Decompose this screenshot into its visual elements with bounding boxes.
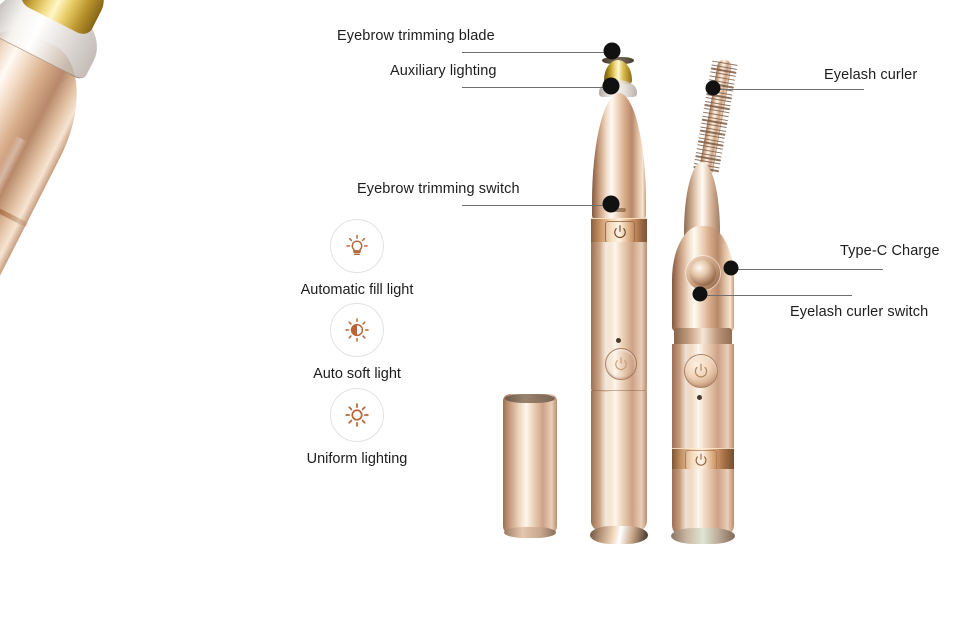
curler-comb-head (692, 58, 738, 179)
curler-band-emblem (685, 450, 717, 470)
pen-lower-body (591, 391, 647, 531)
callout-dot-eyebrow-trimming-blade (603, 42, 621, 60)
feature-label: Automatic fill light (300, 282, 414, 298)
pen-slot (612, 208, 626, 212)
callout-dot-type-c-charge (723, 260, 739, 276)
leader-line-eyebrow-trimming-blade (462, 52, 610, 53)
callout-label-eyelash-curler-switch: Eyelash curler switch (790, 304, 929, 320)
leader-line-eyelash-curler-switch (700, 295, 852, 296)
cap-bottom (504, 527, 556, 538)
pen-bevel-base (590, 526, 648, 544)
half-sun-brightness-icon (330, 303, 384, 357)
pen-trimming-switch (605, 221, 635, 243)
callout-dot-eyelash-curler (705, 80, 721, 96)
leader-line-eyelash-curler (714, 89, 864, 90)
sun-rays-icon (330, 388, 384, 442)
leader-line-type-c-charge (731, 269, 883, 270)
product-closeup-trimmer (0, 0, 241, 606)
product-protective-cap (503, 394, 557, 538)
product-eyebrow-trimmer-pen (588, 57, 652, 544)
cap-top (505, 394, 555, 403)
pen-switch-band (591, 218, 647, 246)
feature-label: Uniform lighting (306, 451, 408, 467)
curler-base (671, 528, 735, 544)
closeup-body (0, 91, 62, 574)
curler-comb-teeth (693, 60, 738, 175)
curler-power-button (684, 354, 718, 388)
pen-led-indicator (616, 338, 621, 343)
power-icon (613, 224, 628, 240)
power-icon (693, 363, 709, 380)
feature-automatic-fill-light: Automatic fill light (297, 219, 417, 298)
pen-seam (591, 390, 647, 391)
infographic-canvas: Automatic fill light Auto soft light (0, 0, 940, 574)
callout-dot-eyebrow-trimming-switch (602, 195, 620, 213)
callout-dot-auxiliary-lighting (602, 77, 620, 95)
power-icon (614, 356, 629, 372)
callout-label-type-c-charge: Type-C Charge (840, 243, 940, 259)
callout-label-eyebrow-trimming-switch: Eyebrow trimming switch (357, 181, 520, 197)
bulb-rays-icon (330, 219, 384, 273)
feature-label: Auto soft light (313, 366, 401, 382)
curler-lower-body (672, 469, 734, 537)
callout-dot-eyelash-curler-switch (692, 286, 708, 302)
curler-lens (690, 260, 716, 286)
feature-uniform-lighting: Uniform lighting (297, 388, 417, 467)
pen-power-button (605, 348, 637, 380)
callout-label-eyebrow-trimming-blade: Eyebrow trimming blade (337, 28, 495, 44)
curler-collar (674, 328, 732, 346)
cap-tube (503, 394, 557, 535)
leader-line-eyebrow-trimming-switch (462, 205, 608, 206)
power-icon (694, 453, 708, 468)
callout-label-eyelash-curler: Eyelash curler (824, 67, 918, 83)
leader-line-auxiliary-lighting (462, 87, 608, 88)
callout-label-auxiliary-lighting: Auxiliary lighting (390, 63, 497, 79)
curler-led-indicator (697, 395, 702, 400)
feature-auto-soft-light: Auto soft light (297, 303, 417, 382)
